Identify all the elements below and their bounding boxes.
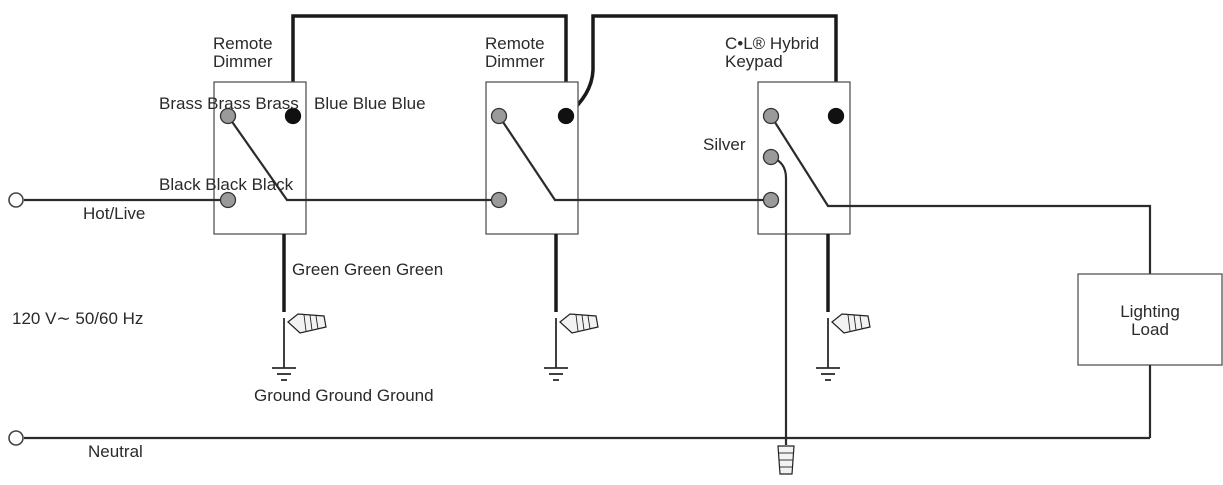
lighting-load-label: Lighting Load xyxy=(1078,303,1222,339)
keypad-blue-terminal xyxy=(827,107,845,125)
dimmer-2-internal-wire xyxy=(498,115,771,202)
wire-nut-1 xyxy=(287,313,327,334)
keypad-brass-terminal xyxy=(762,107,780,125)
silver-label: Silver xyxy=(703,135,746,154)
ground-symbol-3 xyxy=(816,367,840,381)
hot-open-terminal xyxy=(8,192,24,208)
dimmer-2-title-line2: Dimmer xyxy=(485,52,545,71)
dimmer-2-title: Remote Dimmer xyxy=(485,35,545,71)
brass-label: Brass Brass Brass xyxy=(159,94,299,113)
dimmer-1-title-line2: Dimmer xyxy=(213,52,273,71)
remote-dimmer-1-body xyxy=(213,81,307,235)
keypad-title: C•L® Hybrid Keypad xyxy=(725,35,819,71)
hot-label: Hot/Live xyxy=(83,204,146,223)
dimmer-1-black-terminal xyxy=(219,191,237,209)
dimmer-1-title-line1: Remote xyxy=(213,34,273,53)
keypad-title-line2: Keypad xyxy=(725,52,783,71)
supply-label: 120 V∼ 50/60 Hz xyxy=(12,309,144,328)
wire-nut-2 xyxy=(559,313,599,334)
wire-nut-3 xyxy=(831,313,871,334)
dimmer-1-blue-terminal xyxy=(284,107,302,125)
neutral-label: Neutral xyxy=(88,442,143,461)
ground-symbol-1 xyxy=(272,367,296,381)
traveler-wire-1 xyxy=(291,14,568,116)
dimmer-1-brass-terminal xyxy=(219,107,237,125)
keypad-load-wire xyxy=(770,115,1152,274)
keypad-silver-terminal xyxy=(762,148,780,166)
dimmer-2-brass-terminal xyxy=(490,107,508,125)
neutral-open-terminal xyxy=(8,430,24,446)
dimmer-2-blue-terminal xyxy=(557,107,575,125)
black-label: Black Black Black xyxy=(159,175,294,194)
dimmer-1-internal-wire xyxy=(227,115,499,202)
ground-label: Ground Ground Ground xyxy=(254,386,434,405)
keypad-title-line1: C•L® Hybrid xyxy=(725,34,820,53)
keypad-black-terminal xyxy=(762,191,780,209)
dimmer-1-title: Remote Dimmer xyxy=(213,35,273,71)
blue-label: Blue Blue Blue xyxy=(314,94,426,113)
dimmer-2-title-line1: Remote xyxy=(485,34,545,53)
green-label: Green Green Green xyxy=(292,260,444,279)
wire-nut-neutral xyxy=(777,445,795,475)
lighting-load-line2: Load xyxy=(1131,320,1169,339)
lighting-load-line1: Lighting xyxy=(1120,302,1180,321)
dimmer-2-black-terminal xyxy=(490,191,508,209)
lighting-load-box xyxy=(1077,273,1223,366)
remote-dimmer-2-body xyxy=(485,81,579,235)
ground-symbol-2 xyxy=(544,367,568,381)
